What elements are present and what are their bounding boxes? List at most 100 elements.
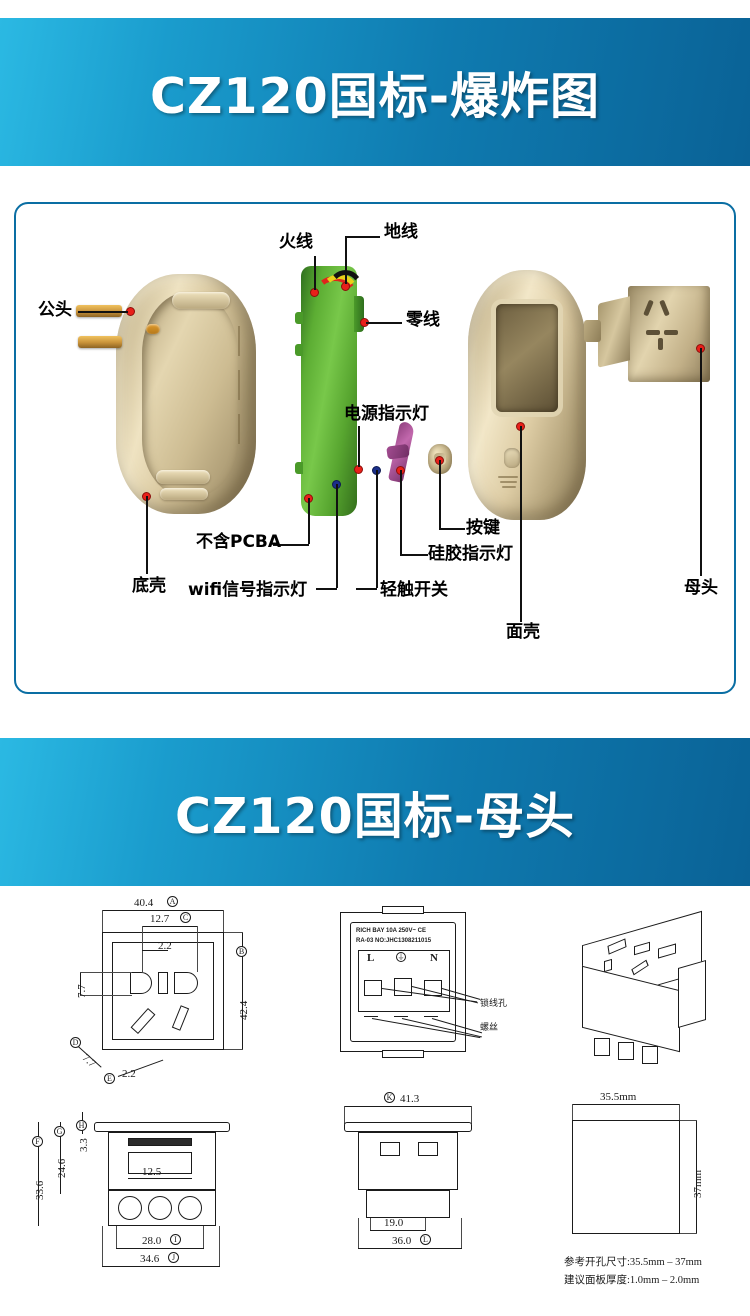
dim-i-mark: I [170,1234,181,1245]
cutout-height-label: 37mm [692,1169,704,1198]
label-no-pcba: 不含PCBA [196,532,282,552]
shell-rib [238,370,240,400]
dimline-125 [128,1178,192,1179]
side-faceplate [94,1122,230,1132]
ext-j-right [219,1226,220,1266]
terminal-label-n: N [430,952,438,964]
leader-wifi-h [316,588,337,590]
screw-mark [424,1016,438,1017]
leader-ground-h [345,236,380,238]
socket-hole-l [643,299,654,317]
cutout-rectangle [572,1120,680,1234]
dimline-cutout-h [696,1120,697,1234]
dim-f-value: 33.6 [34,1180,46,1200]
leader-bottom-shell [146,496,148,574]
front-hole-left [130,972,152,994]
ext-j-left [102,1226,103,1266]
dim-77-value: 7.7 [76,984,88,998]
ext-l-right [461,1218,462,1248]
ext-b-top [224,932,243,933]
ext-a-right [223,910,224,932]
socket-side-body [598,296,630,368]
shell-boss [160,488,208,500]
bottom-terminal-area [366,1190,450,1218]
side-screw-2 [148,1196,172,1220]
ext-k-right [471,1106,472,1124]
side-view-drawing: 33.6 F 24.6 G 3.3 H 12.5 28.0 I 34.6 J [16,1108,266,1298]
side-screw-3 [178,1196,202,1220]
technical-drawings-section: 40.4 A 12.7 C 2.2 7.7 42.4 B D [0,886,750,1316]
dim-c-mark: C [180,912,191,923]
dim-c-value: 12.7 [150,913,170,925]
dim-j-mark: J [168,1252,179,1263]
plug-pin-lower [78,336,122,348]
iso-terminal-leg [618,1042,634,1060]
terminal-hole-e [394,978,412,996]
socket-hole-e [658,338,663,350]
banner-female-socket: CZ120国标-母头 [0,738,750,886]
dimline-j [102,1266,220,1267]
leader-button-h [439,528,465,530]
socket-hole-n [659,299,670,317]
exploded-diagram-card: 公头 火线 地线 零线 电源指示灯 不含PCBA 底壳 wifi信号指示灯 轻触… [14,202,736,694]
exploded-diagram-canvas: 公头 火线 地线 零线 电源指示灯 不含PCBA 底壳 wifi信号指示灯 轻触… [16,204,734,692]
label-live-wire: 火线 [279,232,313,252]
ext-cutout-w-right [679,1104,680,1120]
dim-g-value: 24.6 [56,1158,68,1178]
leader-face-shell [520,426,522,622]
leader-wifi-v [336,484,338,588]
face-shell-part [468,270,586,520]
dim-k-mark: K [384,1092,395,1103]
ext-77-top [80,972,132,973]
side-slot-light [128,1152,192,1174]
face-shell-grill [500,481,517,483]
label-wifi-indicator: wifi信号指示灯 [188,580,308,600]
ext-l-left [358,1218,359,1248]
leader-silicone-h [400,554,428,556]
label-bottom-shell: 底壳 [132,576,166,596]
face-shell-window [496,304,558,412]
isometric-view-drawing [560,902,740,1092]
banner-title-exploded: CZ120国标-爆炸图 [149,67,601,125]
dimline-g [60,1122,61,1194]
leader-button-v [439,460,441,528]
leader-no-pcba-h [273,544,309,546]
cutout-note-2: 建议面板厚度:1.0mm – 2.0mm [564,1275,700,1286]
banner-title-female: CZ120国标-母头 [174,787,576,845]
ext-a-left [102,910,103,932]
dim-b-value: 42.4 [238,1000,250,1020]
callout-screw: 螺丝 [480,1023,499,1033]
leader-neutral [366,322,402,324]
side-screw-1 [118,1196,142,1220]
leader-tact-h [356,588,377,590]
dimline-22-top [142,950,168,951]
rear-view-drawing: RICH BAY 10A 250V~ CE RA-03 NO:JHC130821… [330,904,560,1094]
shell-rib [238,414,240,444]
dim-l-value: 36.0 [392,1235,412,1247]
bottom-faceplate [344,1122,472,1132]
leader-tact-v [376,470,378,588]
leader-live-v [314,256,316,290]
screw-mark [364,1016,378,1017]
face-shell-grill [498,476,518,478]
dimline-l [358,1248,462,1249]
iso-side-face [678,959,706,1029]
ext-77-bot [80,995,132,996]
carrier-tab [295,462,303,474]
silicone-arm [386,443,410,460]
dimline-k [344,1106,472,1107]
carrier-notch [354,296,364,332]
leader-no-pcba-v [308,498,310,544]
leader-male-plug [78,311,128,313]
plug-pin-center [146,324,160,334]
dimline-b [242,932,243,1050]
dim-g-mark: G [54,1126,65,1137]
dim-d-value: 7.7 [79,1051,98,1071]
ext-cutout-w-left [572,1104,573,1120]
dim-22-top-value: 2.2 [158,940,172,952]
shell-boss [172,292,230,309]
ext-k-left [344,1106,345,1124]
socket-hole-flat-l [646,330,660,335]
ext-190-left [370,1218,371,1230]
